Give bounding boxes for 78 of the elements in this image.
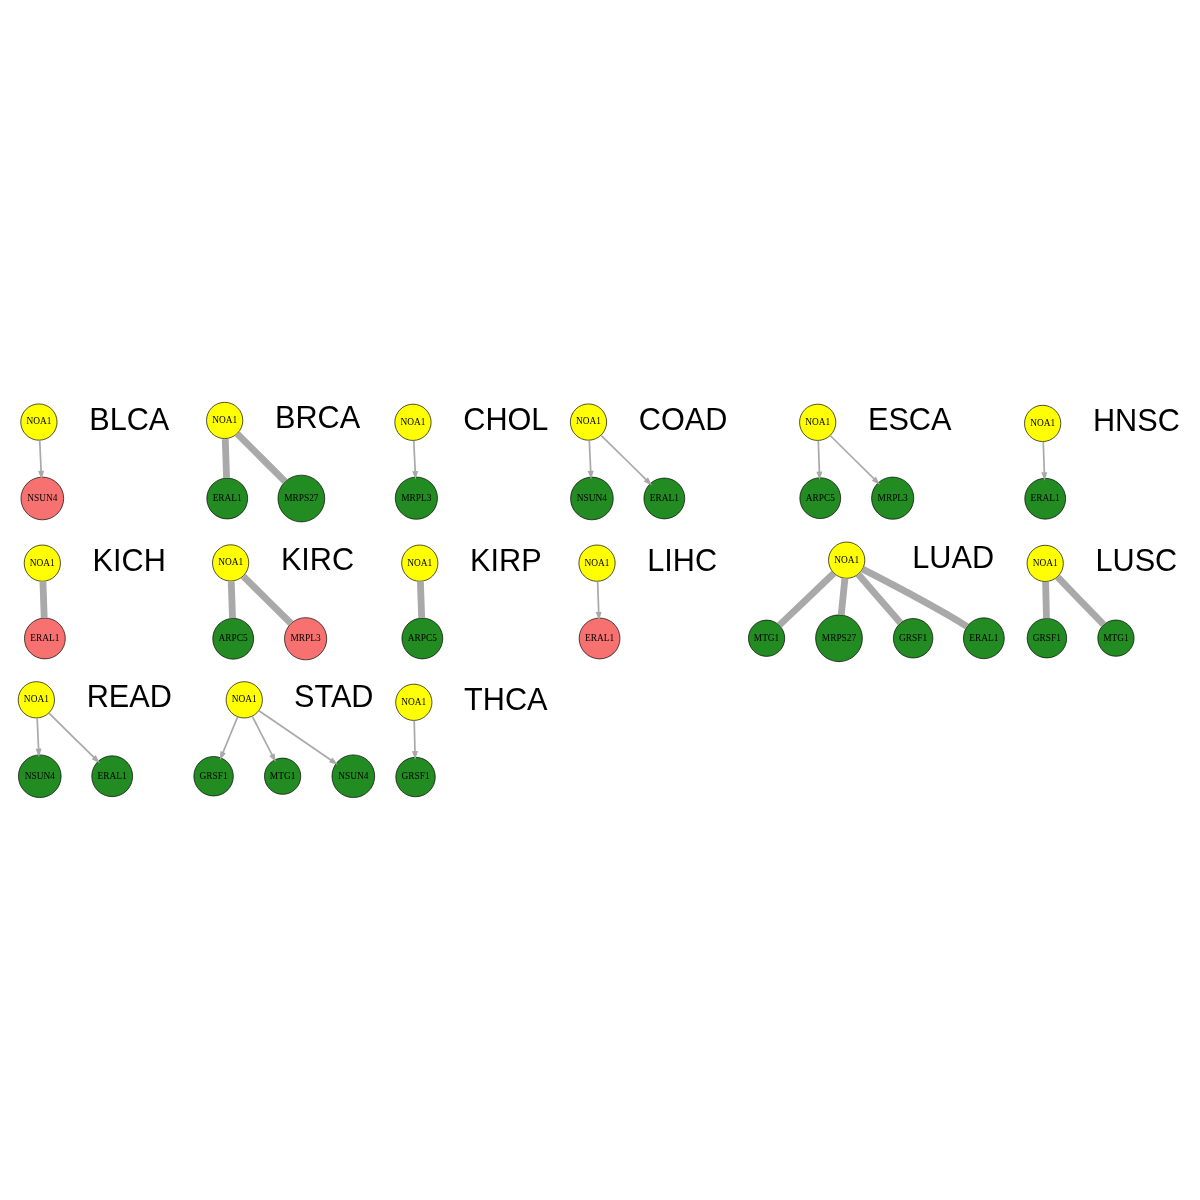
label: LIHC — [647, 542, 718, 577]
node-circle: NOA1 — [20, 403, 58, 441]
label: HNSC — [1092, 402, 1180, 437]
node-circle: MRPS27 — [815, 614, 863, 662]
arrow — [251, 715, 276, 763]
arrow — [38, 439, 45, 480]
connector — [861, 566, 969, 630]
node-circle: MTG1 — [264, 757, 302, 795]
arrow — [816, 439, 823, 481]
label: LUAD — [912, 539, 995, 574]
connector — [221, 438, 230, 478]
node-circle: NOA1 — [17, 681, 55, 719]
connector — [240, 573, 294, 626]
node-circle: MRPL3 — [394, 476, 438, 520]
node-circle: ERAL1 — [24, 617, 66, 660]
label: BLCA — [89, 401, 170, 436]
node-circle: MRPL3 — [284, 617, 328, 661]
node-circle: GRSF1 — [893, 618, 934, 659]
node-circle: ARPC5 — [799, 477, 841, 519]
node-circle: NOA1 — [212, 544, 250, 582]
label: KICH — [92, 542, 166, 577]
node-circle: NOA1 — [23, 544, 61, 582]
connector — [1042, 581, 1050, 619]
label: KIRC — [280, 542, 355, 577]
label: CHOL — [463, 401, 549, 436]
label: COAD — [638, 401, 728, 436]
connector — [234, 431, 288, 484]
label: ESCA — [867, 401, 952, 436]
node-circle: GRSF1 — [395, 756, 436, 798]
node-circle: MTG1 — [1097, 619, 1135, 657]
arrow — [258, 709, 338, 765]
label: BRCA — [274, 399, 361, 434]
node-circle: ERAL1 — [578, 617, 621, 660]
node-circle: NOA1 — [395, 683, 433, 721]
node-circle: ERAL1 — [206, 477, 248, 520]
node-circle: ARPC5 — [212, 618, 254, 660]
node-circle: MTG1 — [748, 619, 786, 657]
arrow — [587, 439, 594, 480]
arrow — [829, 434, 880, 485]
node-circle: NSUN4 — [570, 476, 614, 521]
label: READ — [86, 679, 172, 714]
node-circle: GRSF1 — [193, 756, 234, 797]
node-circle: NOA1 — [570, 403, 607, 441]
node-circle: MRPS27 — [277, 474, 326, 523]
node-circle: NOA1 — [225, 681, 263, 719]
node-circle: ARPC5 — [401, 617, 444, 660]
arrow — [1041, 440, 1048, 481]
node-circle: NOA1 — [206, 402, 244, 439]
node-circle: ERAL1 — [963, 617, 1005, 659]
label: LUSC — [1095, 542, 1178, 577]
node-circle: GRSF1 — [1026, 618, 1067, 659]
node-circle: NOA1 — [578, 544, 616, 582]
node-circle: NOA1 — [828, 541, 866, 579]
connector — [39, 581, 48, 619]
node-circle: NOA1 — [1024, 404, 1062, 442]
label: STAD — [293, 679, 374, 714]
node-circle: NSUN4 — [18, 754, 62, 798]
node-circle: NOA1 — [1026, 544, 1064, 582]
node-circle: NSUN4 — [20, 476, 64, 521]
label: KIRP — [470, 542, 542, 577]
arrow — [411, 720, 418, 760]
node-circle: NOA1 — [401, 544, 439, 582]
connector — [837, 578, 849, 616]
connector — [777, 570, 837, 628]
arrow — [595, 580, 602, 621]
node-circle: NOA1 — [799, 403, 837, 441]
connector — [1055, 574, 1106, 627]
node-circle: ERAL1 — [1024, 477, 1066, 520]
node-circle: NOA1 — [394, 403, 432, 441]
arrow — [600, 434, 652, 486]
arrow — [219, 716, 239, 761]
connector — [417, 581, 426, 619]
label: THCA — [464, 681, 548, 716]
arrow — [412, 439, 419, 480]
arrow — [35, 717, 42, 758]
connector — [855, 572, 903, 625]
arrow — [48, 712, 100, 764]
connector — [227, 581, 236, 619]
